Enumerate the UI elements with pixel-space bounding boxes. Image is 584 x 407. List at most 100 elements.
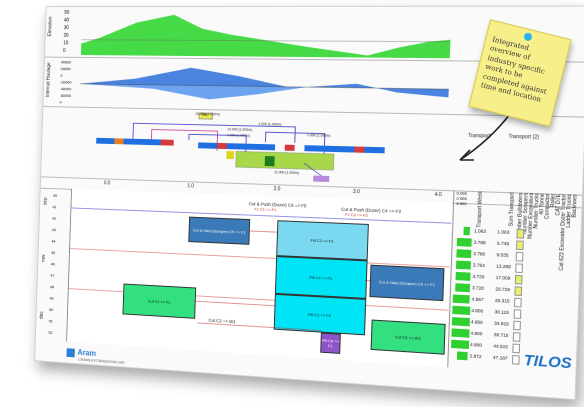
mass-haul-diagram [79,66,449,102]
month-label: nov [40,254,47,263]
column-headers: Transport Week Sum Transport Number Bull… [476,191,578,271]
week-label: 51 [48,318,53,324]
weekly-value: 3.720 [472,285,485,291]
connection-label: 1.000 (1.000m) [258,122,282,127]
resource-cell [514,274,523,285]
resource-cell [515,251,524,262]
resource-cell [513,309,522,319]
week-label: 43 [51,227,56,233]
elevation-profile [80,14,452,59]
axis-labels: 0.000 2.000 4.000 [456,190,467,206]
sum-value: 13.289 [496,263,511,270]
month-label: sep [42,197,49,206]
sum-value: 39.715 [493,331,509,339]
weekly-bar [456,351,468,361]
week-label: 42 [52,215,57,221]
week-label: 46 [50,261,55,267]
resource-cell [513,320,521,331]
resource-cell [513,297,522,308]
ok-callout: OK [201,112,208,118]
sum-value: 20.729 [495,286,511,293]
connection-label: 1.000 (1.000m) [226,133,250,138]
elevation-ticks: 50 40 30 20 10 0 [63,9,75,55]
resource-cell [512,332,521,342]
week-label: 44 [51,238,56,244]
weekly-bar [452,294,470,304]
weekly-bar [455,260,471,270]
station-tick: 3.0 [352,188,360,196]
weekly-value: 4.800 [471,307,484,314]
weekly-bar [456,237,472,247]
weekly-bar [455,283,471,293]
resource-cell [514,286,523,297]
weekly-bar [451,328,470,338]
network-diagram [96,109,385,183]
weekly-value: 3.754 [472,262,485,269]
station-tick: 0.0 [103,180,111,187]
weekly-bar [463,226,471,236]
mass-haul-ticks: 40000 20000 0 -20000 -40000 -60000 0 [59,59,72,106]
schedule-links [67,189,452,367]
weekly-value: 1.063 [474,228,487,234]
mass-haul-tick: 0 [59,99,62,105]
weekly-bar [451,339,470,350]
weekly-bar [451,317,470,327]
month-label: dec [39,311,45,320]
week-label: 40 [52,192,58,198]
resource-cell [512,343,521,354]
connection-label: 1.000 (1.000m) [306,133,331,138]
week-label: 48 [49,284,55,290]
elevation-label: Elevation [47,16,54,37]
week-label: 49 [49,295,54,301]
weekly-bar [455,271,471,281]
elevation-tick: 40 [63,17,70,24]
elevation-tick: 10 [63,40,69,47]
week-label: 45 [51,249,56,255]
network-band: 15.000 (1.000m) 1.000 (1.000m) 10.000 (1… [41,106,584,196]
sum-value: 1.063 [497,229,510,235]
mass-haul-label: Internal Haulage [45,62,52,98]
resource-cell [516,228,525,239]
resource-panel: 0.000 2.000 4.000 Transport Week Sum Tra… [447,190,584,376]
weekly-value: 4.567 [471,296,484,303]
week-label: 50 [49,307,54,313]
weekly-value: 4.800 [470,330,483,337]
sum-value: 5.749 [496,240,510,247]
resource-cell [511,354,520,365]
resource-cell [515,263,524,274]
week-label: 41 [52,204,57,210]
week-label: 47 [50,272,55,278]
column-header: Transport Week [476,191,484,228]
tilos-chart-sheet: Elevation 50 40 30 20 10 0 Internal Haul… [34,5,584,401]
weekly-rows: 1.063 1.063 3.788 5.749 3.780 9.535 [451,225,580,369]
elevation-tick: 0 [62,48,66,54]
column-header: Backhoes [571,194,579,218]
sticky-note-text: Integrated overview of industry specific… [479,35,548,104]
resource-cell [515,240,524,251]
aram-logo-icon [66,348,75,358]
sum-value: 47.187 [492,354,508,361]
pin-icon [523,32,533,42]
weekly-value: 4.800 [470,319,483,326]
weekly-bar [452,305,471,316]
schedule-area: Cut & Push (Dozer) C5 => F5 F1 C1 => F1 … [66,188,453,368]
week-list: 40 41 42 43 44 45 46 47 48 49 50 51 52 [48,190,57,339]
aram-brand-subtitle: CRAWLEY/TANQUE/ALLEN [78,356,125,365]
elevation-tick: 50 [64,9,70,16]
sum-value: 25.315 [494,297,510,304]
week-label: 52 [48,329,53,335]
connection-label: 10.000 (1.000m) [227,127,253,132]
annotation-arrow [459,113,511,161]
sum-value: 34.915 [494,320,509,327]
column-header: Sum Transport [508,192,516,227]
sum-value: 17.009 [495,274,511,281]
station-tick: 2.0 [273,186,281,193]
weekly-value: 3.788 [473,239,486,246]
elevation-tick: 30 [63,25,69,32]
sum-value: 44.515 [493,343,509,350]
elevation-band: Elevation 50 40 30 20 10 0 [44,6,584,63]
axis-tick: 4.000 [456,200,467,207]
time-axis: sep nov dec 40 41 42 43 44 45 46 47 48 4… [35,187,73,342]
station-tick: 4.0 [434,191,442,199]
sum-value: 30.115 [494,309,509,316]
